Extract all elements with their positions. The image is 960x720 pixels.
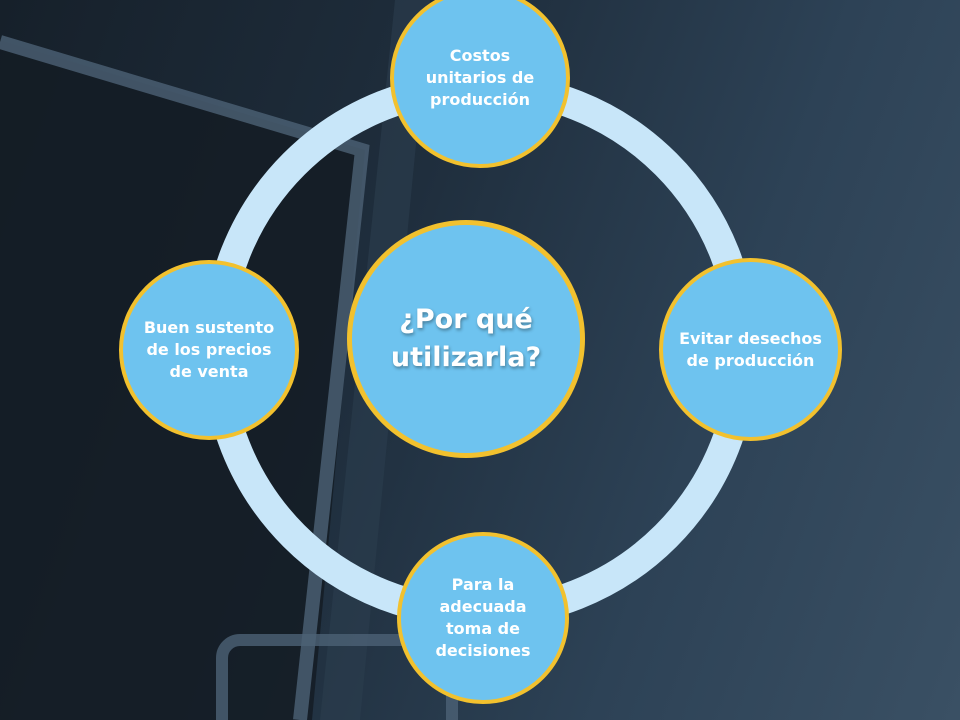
cycle-node-right: Evitar desechos de producción — [659, 258, 842, 441]
center-node: ¿Por qué utilizarla? — [347, 220, 585, 458]
center-label: ¿Por qué utilizarla? — [390, 304, 542, 373]
cycle-node-bottom: Para la adecuada toma de decisiones — [397, 532, 569, 704]
cycle-node-left-label: Buen sustento de los precios de venta — [143, 318, 275, 381]
cycle-node-top-label: Costos unitarios de producción — [425, 46, 535, 109]
cycle-node-bottom-label: Para la adecuada toma de decisiones — [435, 575, 531, 660]
cycle-node-top: Costos unitarios de producción — [390, 0, 570, 168]
cycle-node-left: Buen sustento de los precios de venta — [119, 260, 299, 440]
cycle-node-right-label: Evitar desechos de producción — [679, 328, 822, 370]
background-frame-line — [0, 35, 370, 720]
